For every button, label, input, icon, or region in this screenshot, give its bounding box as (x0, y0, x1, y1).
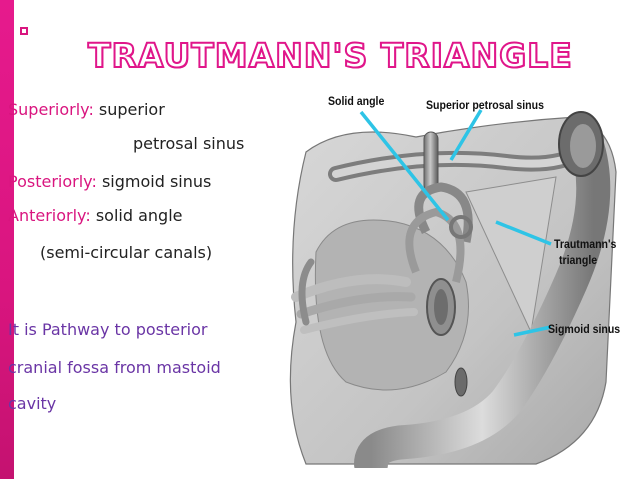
superior-petrosal-sinus-label: Superior petrosal sinus (426, 98, 544, 112)
superiorly-continuation: petrosal sinus (133, 134, 245, 153)
sigmoid-sinus-label: Sigmoid sinus (548, 322, 621, 336)
semicircular-canal-2 (405, 207, 465, 283)
sidebar-accent-bar (0, 0, 14, 479)
bone-recess (314, 219, 469, 391)
superior-petrosal-sinus-highlight (332, 148, 585, 178)
superiorly-label: Superiorly: (8, 100, 94, 119)
nerve-bundle-2 (296, 292, 416, 319)
anteriorly-label: Anteriorly: (8, 206, 91, 225)
sigmoid-sinus-shape (354, 125, 611, 479)
pathway-line-1: It is Pathway to posterior (8, 320, 208, 339)
posteriorly-value: sigmoid sinus (101, 172, 212, 191)
superiorly-value: superior (98, 100, 165, 119)
slide-title: TRAUTMANN'S TRIANGLE (87, 35, 573, 76)
trautmanns-label-line1: Trautmann's (554, 237, 617, 251)
semicircular-canal-1 (414, 182, 473, 243)
superior-petrosal-pointer (449, 109, 483, 161)
trautmann-triangle-pointer (495, 220, 552, 246)
solid-angle-pointer (359, 110, 450, 222)
anatomy-drawing (289, 109, 617, 479)
sigmoid-sinus-pointer (513, 325, 552, 337)
nerve-bundle-1 (291, 274, 411, 302)
pathway-line-2: cranial fossa from mastoid (8, 358, 221, 377)
superiorly-line: Superiorly: superior (8, 100, 165, 120)
anteriorly-continuation: (semi-circular canals) (40, 243, 213, 262)
small-opening (454, 367, 468, 397)
posteriorly-label: Posteriorly: (8, 172, 97, 191)
petrosal-tube (423, 131, 439, 193)
solid-angle-ring (449, 215, 473, 239)
sigmoid-sinus-lumen (570, 124, 596, 168)
vestibule-lumen (434, 289, 448, 325)
square-bullet-icon (20, 27, 28, 35)
solid-angle-label: Solid angle (328, 94, 385, 108)
pathway-line-3: cavity (8, 394, 57, 413)
nerve-bundle-3 (300, 308, 418, 334)
posteriorly-line: Posteriorly: sigmoid sinus (8, 172, 211, 192)
anteriorly-value: solid angle (95, 206, 183, 225)
anteriorly-line: Anteriorly: solid angle (8, 206, 182, 226)
trautmann-triangle-region (465, 176, 557, 334)
trautmanns-label-line2: triangle (559, 253, 598, 267)
anatomy-illustration: Solid angle Superior petrosal sinus Trau… (276, 82, 628, 479)
nerve-bundle-4 (298, 258, 315, 326)
